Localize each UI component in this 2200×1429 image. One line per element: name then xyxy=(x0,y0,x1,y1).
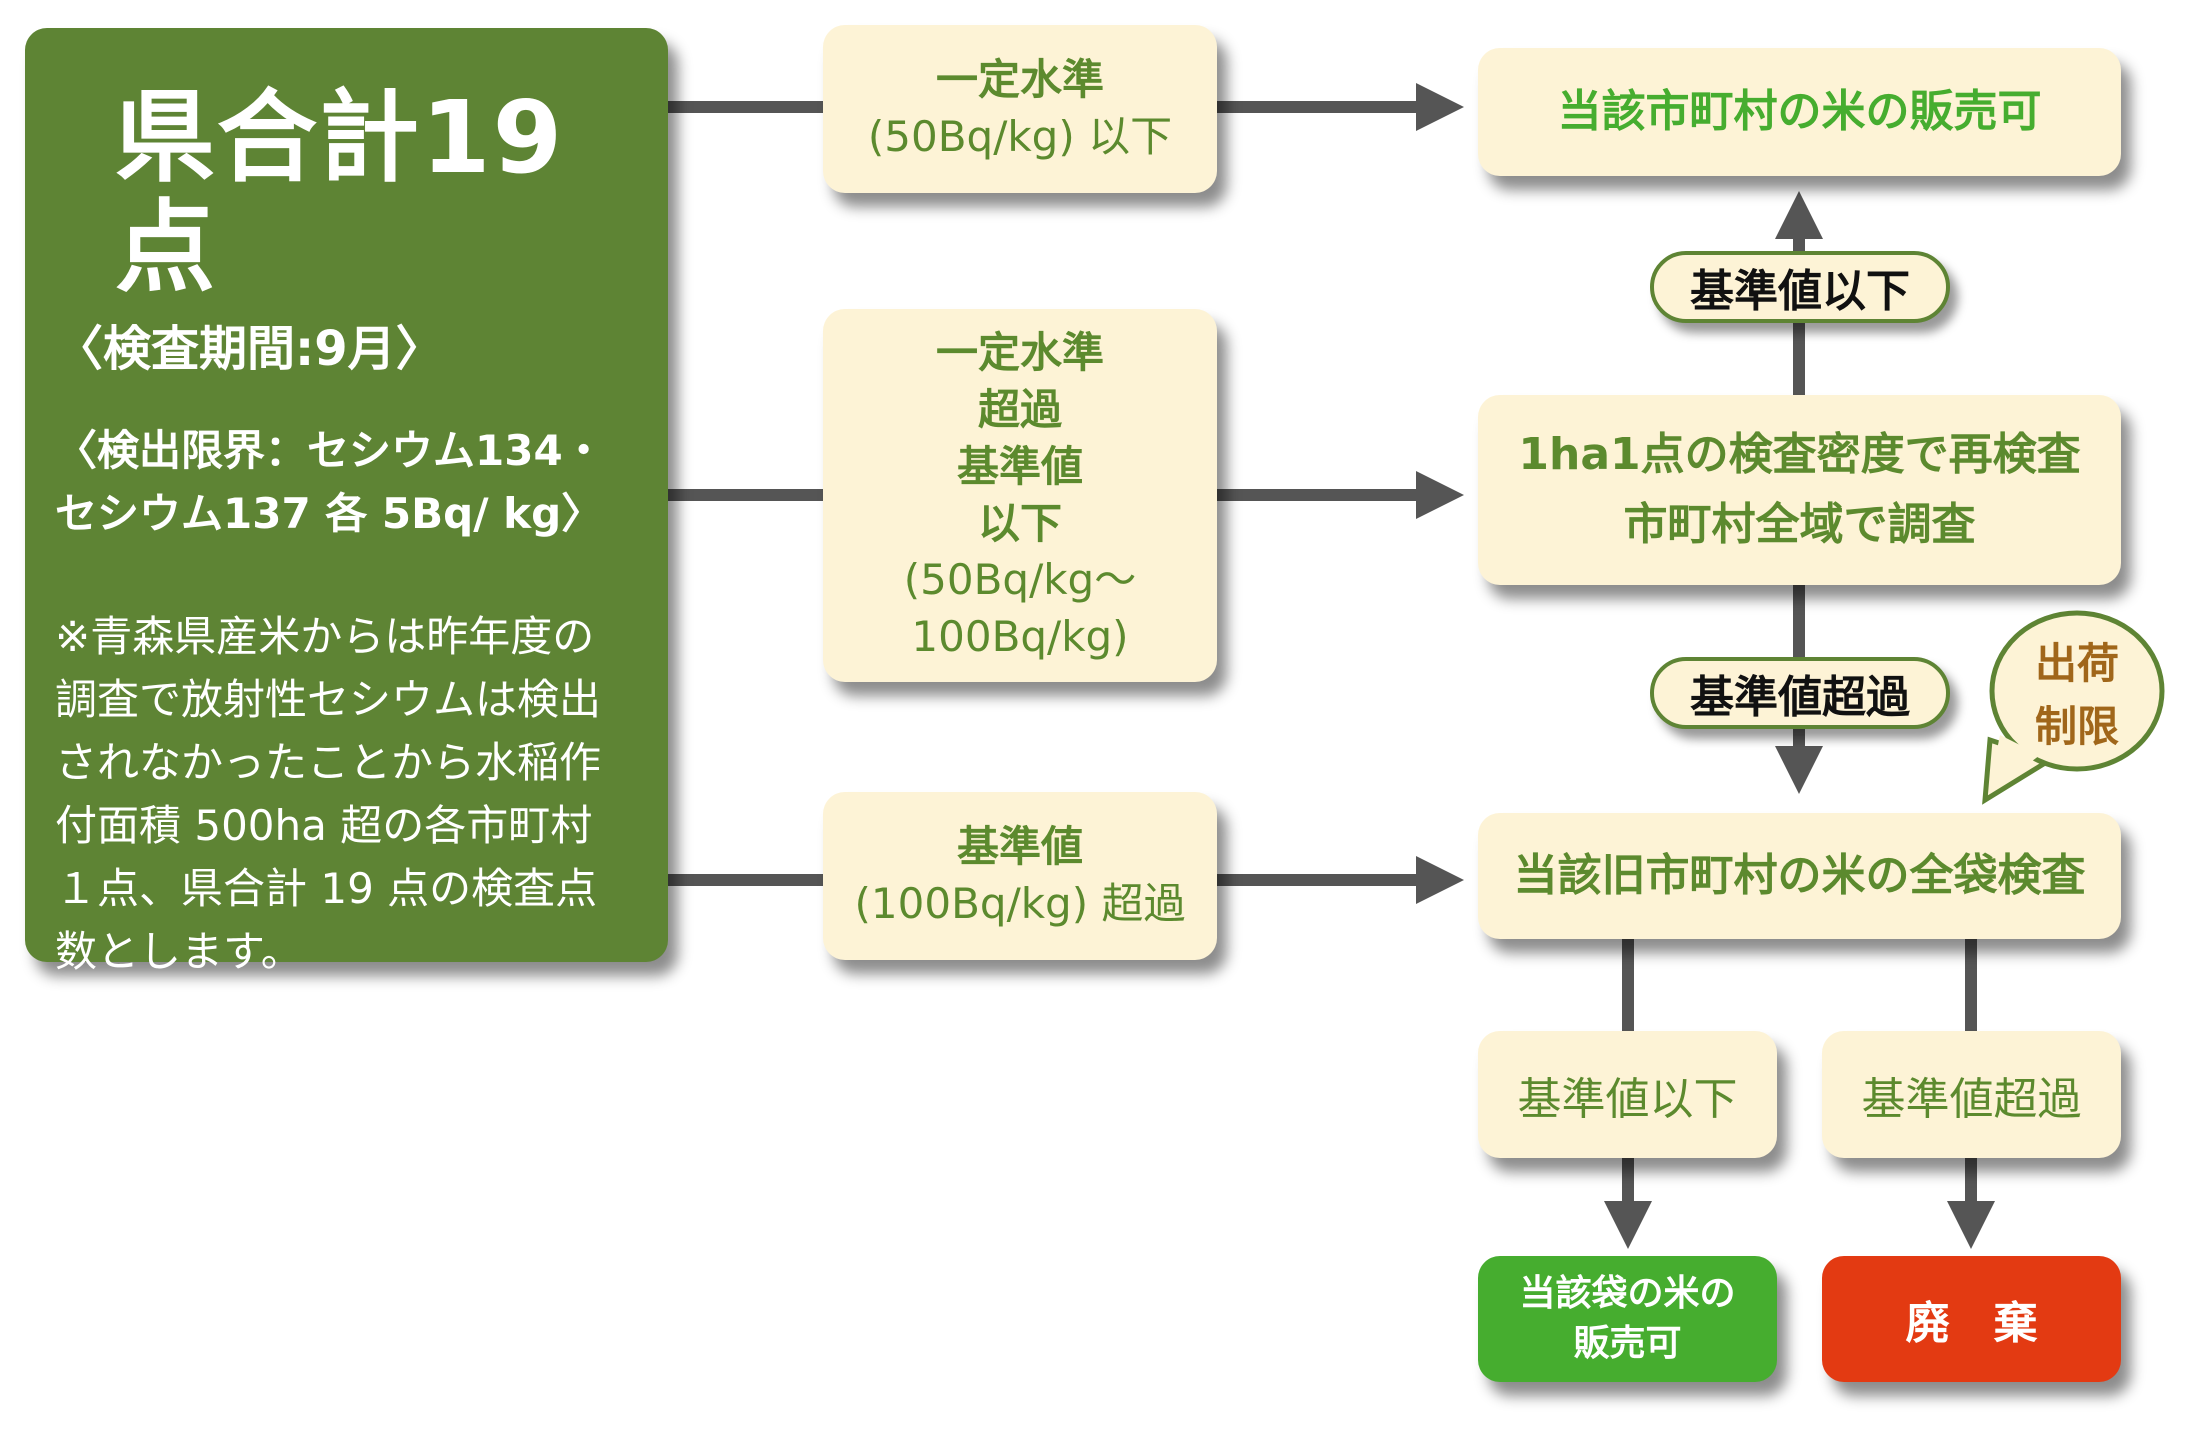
detection-limit-line: セシウム137 各 5Bq/ kg〉 xyxy=(55,489,604,538)
summary-title: 県合計19 点 xyxy=(115,79,565,306)
speech-bubble-shape xyxy=(1982,610,2165,805)
summary-note: ※青森県産米からは昨年度の 調査で放射性セシウムは検出 されなかったことから水稲… xyxy=(55,605,601,983)
level-label: 基準値 xyxy=(956,441,1083,491)
note-line: １点、県合計 19 点の検査点 xyxy=(55,864,598,913)
outcome-label: 当該旧市町村の米の全袋検査 xyxy=(1513,849,2086,901)
level-range: (50Bq/kg) 以下 xyxy=(867,112,1173,161)
bubble-text: 出荷 xyxy=(2034,639,2119,688)
level-range: 100Bq/kg) xyxy=(911,611,1129,661)
note-line: 調査で放射性セシウムは検出 xyxy=(55,675,602,724)
level-range: (50Bq/kg～ xyxy=(903,555,1137,605)
pill-below-standard: 基準値以下 xyxy=(1650,251,1950,323)
note-line: ※青森県産米からは昨年度の xyxy=(55,612,595,661)
shipping-restriction-bubble: 出荷 制限 xyxy=(1992,632,2162,758)
inspection-period: 〈検査期間:9月〉 xyxy=(55,321,444,377)
detection-limit: 〈検出限界：セシウム134・ セシウム137 各 5Bq/ kg〉 xyxy=(55,419,605,545)
dispose-box: 廃 棄 xyxy=(1822,1256,2121,1382)
note-line: 付面積 500ha 超の各市町村 xyxy=(55,801,593,850)
outcome-label: 1ha1点の検査密度で再検査 xyxy=(1518,428,2081,480)
final-label: 当該袋の米の xyxy=(1519,1272,1736,1314)
level-label: 超過 xyxy=(977,385,1062,435)
outcome-sale-ok: 当該市町村の米の販売可 xyxy=(1478,48,2121,176)
level-above-standard: 基準値 (100Bq/kg) 超過 xyxy=(823,792,1217,960)
summary-box: 県合計19 点 〈検査期間:9月〉 〈検出限界：セシウム134・ セシウム137… xyxy=(25,28,668,976)
outcome-label: 当該市町村の米の販売可 xyxy=(1557,85,2042,137)
final-label: 販売可 xyxy=(1573,1323,1682,1364)
level-range: (100Bq/kg) 超過 xyxy=(854,879,1186,928)
detection-limit-line: 〈検出限界：セシウム134・ xyxy=(55,426,605,475)
level-label: 一定水準 xyxy=(935,328,1104,378)
outcome-retest: 1ha1点の検査密度で再検査 市町村全域で調査 xyxy=(1478,395,2121,585)
level-label: 以下 xyxy=(977,498,1062,548)
level-below-threshold: 一定水準 (50Bq/kg) 以下 xyxy=(823,25,1217,193)
outcome-full-bag-inspection: 当該旧市町村の米の全袋検査 xyxy=(1478,813,2121,939)
final-label: 廃 棄 xyxy=(1905,1298,2038,1349)
outcome-label: 市町村全域で調査 xyxy=(1623,499,1976,550)
level-between: 一定水準 超過 基準値 以下 (50Bq/kg～ 100Bq/kg) xyxy=(823,309,1217,682)
bubble-text: 制限 xyxy=(2034,702,2119,751)
level-label: 一定水準 xyxy=(935,55,1104,105)
bag-result-label: 基準値超過 xyxy=(1861,1073,2082,1125)
bag-result-label: 基準値以下 xyxy=(1517,1073,1738,1125)
bag-sale-ok: 当該袋の米の 販売可 xyxy=(1478,1256,1777,1382)
note-line: されなかったことから水稲作 xyxy=(55,738,602,787)
bag-below-standard: 基準値以下 xyxy=(1478,1031,1777,1158)
level-label: 基準値 xyxy=(956,822,1083,872)
note-line: 数とします。 xyxy=(55,927,303,976)
pill-above-standard: 基準値超過 xyxy=(1650,657,1950,729)
bag-above-standard: 基準値超過 xyxy=(1822,1031,2121,1158)
